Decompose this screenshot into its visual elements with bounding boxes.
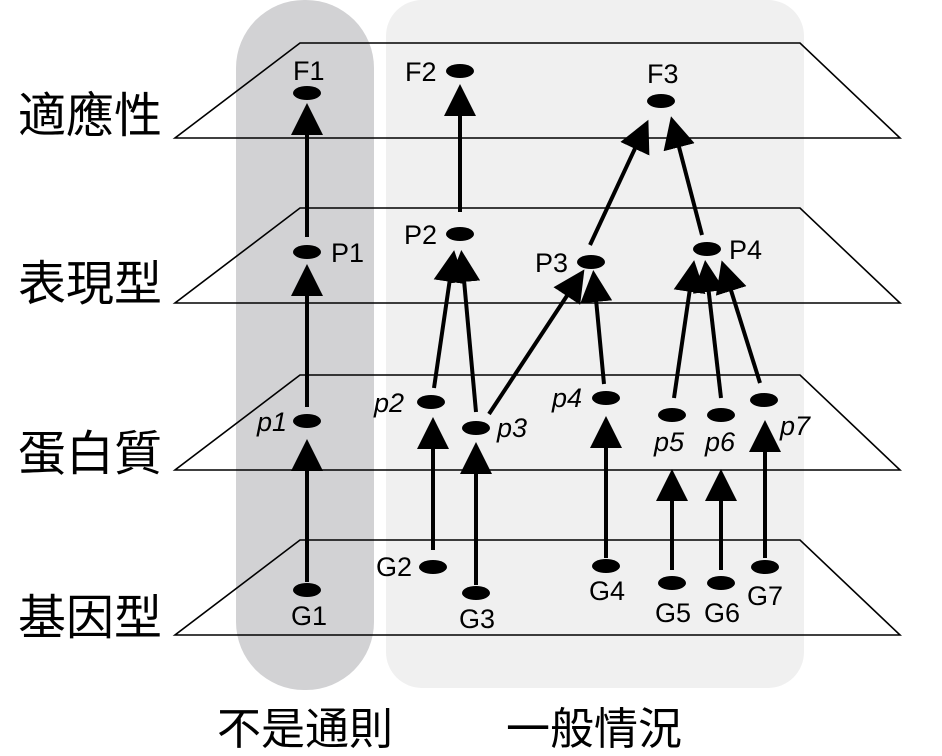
node-label-G4: G4 (589, 576, 625, 606)
arrow-p6-P4 (692, 260, 725, 399)
arrow-P3-F3 (588, 119, 650, 246)
node-label-p4: p4 (551, 383, 582, 413)
nodes (293, 64, 779, 600)
node-F2 (446, 64, 474, 78)
node-p1 (293, 414, 321, 428)
node-P2 (446, 227, 474, 241)
node-P4 (693, 242, 721, 256)
node-label-p3: p3 (496, 413, 527, 443)
node-p2 (417, 395, 445, 409)
node-label-p1: p1 (256, 407, 287, 437)
plane-genotype (172, 539, 903, 636)
node-p4 (592, 391, 620, 405)
level-label-fitness: 適應性 (18, 88, 162, 144)
node-label-p7: p7 (779, 411, 811, 441)
node-G2 (419, 560, 447, 574)
plane-protein (172, 374, 903, 471)
node-G4 (592, 559, 620, 573)
node-P1 (293, 245, 321, 259)
node-F1 (293, 86, 321, 100)
plane-fitness (172, 42, 903, 139)
node-label-P4: P4 (729, 235, 762, 265)
arrow-p3-P3 (487, 269, 585, 416)
node-label-F1: F1 (293, 56, 325, 86)
arrow-p3-P2 (448, 250, 481, 413)
group-label-exception: 不是通則 (217, 704, 393, 755)
node-G3 (462, 586, 490, 600)
node-label-G3: G3 (459, 604, 495, 634)
level-label-phenotype: 表現型 (18, 256, 162, 312)
node-label-F2: F2 (405, 57, 437, 87)
level-label-protein: 蛋白質 (18, 426, 162, 482)
node-label-p5: p5 (653, 427, 685, 457)
node-label-F3: F3 (647, 59, 679, 89)
node-label-G2: G2 (376, 552, 412, 582)
node-label-p2: p2 (373, 388, 404, 418)
node-label-G5: G5 (655, 598, 691, 628)
node-p5 (658, 408, 686, 422)
node-label-P3: P3 (535, 248, 568, 278)
level-label-genotype: 基因型 (18, 590, 162, 646)
arrow-P4-F3 (663, 116, 704, 236)
node-label-P1: P1 (331, 238, 364, 268)
arrow-p7-P4 (715, 260, 762, 384)
group-label-general: 一般情況 (506, 704, 682, 755)
node-label-p6: p6 (704, 427, 736, 457)
node-p3 (462, 421, 490, 435)
node-F3 (647, 94, 675, 108)
node-p7 (750, 393, 778, 407)
node-G1 (293, 583, 321, 597)
general-band (386, 0, 804, 688)
node-G5 (658, 576, 686, 590)
node-G7 (751, 560, 779, 574)
node-label-G6: G6 (704, 598, 740, 628)
plane-phenotype (172, 207, 903, 304)
node-label-G7: G7 (747, 581, 783, 611)
arrows (291, 84, 781, 585)
node-P3 (577, 255, 605, 269)
arrow-p4-P3 (580, 270, 613, 385)
node-G6 (707, 576, 735, 590)
node-p6 (707, 408, 735, 422)
node-label-P2: P2 (404, 220, 437, 250)
node-label-G1: G1 (291, 601, 327, 631)
arrow-p5-P4 (672, 260, 706, 399)
